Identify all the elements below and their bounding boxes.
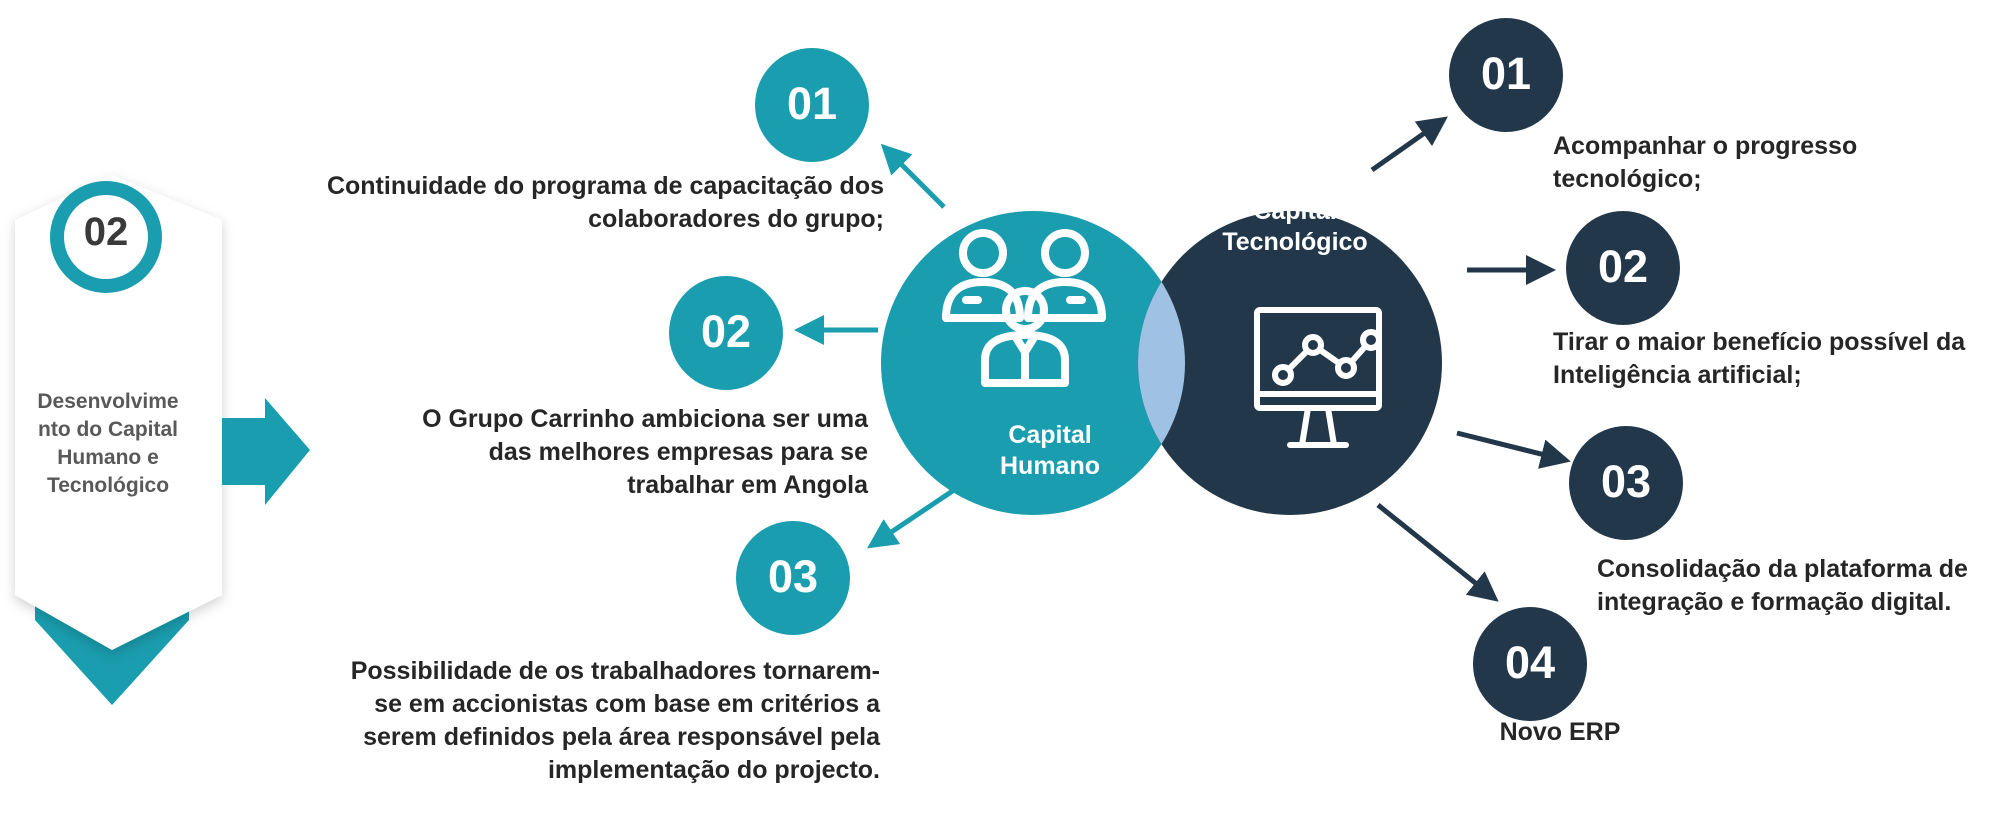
humano-item-03-text: Possibilidade de os trabalhadores tornar… — [350, 657, 880, 784]
tecnologico-number-circle-01 — [1449, 18, 1563, 132]
card-number-disc — [64, 195, 148, 279]
humano-number-02: 02 — [700, 306, 752, 357]
monitor-chart-icon — [1254, 307, 1382, 448]
tecnologico-item-03-text: Consolidação da plataforma de integração… — [1597, 555, 1968, 616]
tecnologico-item-01-text: Acompanhar o progresso tecnológico; — [1553, 132, 1858, 193]
capital-humano-label: Capital Humano — [1000, 421, 1100, 480]
humano-number-circle-01 — [755, 48, 869, 162]
left-card — [15, 175, 222, 705]
tecnologico-number-04: 04 — [1504, 637, 1556, 688]
big-right-arrow — [222, 398, 310, 505]
tecnologico-number-01: 01 — [1480, 48, 1532, 99]
card-number: 02 — [83, 210, 129, 254]
tecnologico-number-circle-02 — [1566, 211, 1680, 325]
arrow-humano-01 — [880, 143, 946, 209]
humano-item-02-text: O Grupo Carrinho ambiciona ser uma das m… — [422, 405, 868, 499]
people-group-icon — [942, 229, 1106, 387]
humano-number-01: 01 — [786, 78, 838, 129]
humano-number-circle-03 — [736, 521, 850, 635]
humano-number-03: 03 — [767, 551, 819, 602]
tecnologico-item-04-text: Novo ERP — [1499, 718, 1621, 746]
arrow-tecnologico-01 — [1370, 116, 1448, 173]
card-title: Desenvolvime nto do Capital Humano e Tec… — [37, 390, 179, 497]
capital-tecnologico-label: Capital Tecnológico — [1222, 197, 1368, 256]
arrow-humano-03 — [867, 485, 959, 549]
tecnologico-number-03: 03 — [1600, 456, 1652, 507]
arrow-tecnologico-04 — [1376, 503, 1499, 602]
tecnologico-item-02-text: Tirar o maior benefício possível da Inte… — [1553, 328, 1966, 389]
tecnologico-number-circle-03 — [1569, 426, 1683, 540]
humano-item-01-text: Continuidade do programa de capacitação … — [326, 172, 884, 233]
humano-number-circle-02 — [669, 276, 783, 390]
capital-tecnologico-circle — [1138, 211, 1442, 515]
tecnologico-number-02: 02 — [1597, 241, 1649, 292]
tecnologico-number-circle-04 — [1473, 607, 1587, 721]
arrow-tecnologico-03 — [1456, 430, 1571, 469]
card-body — [15, 175, 222, 650]
